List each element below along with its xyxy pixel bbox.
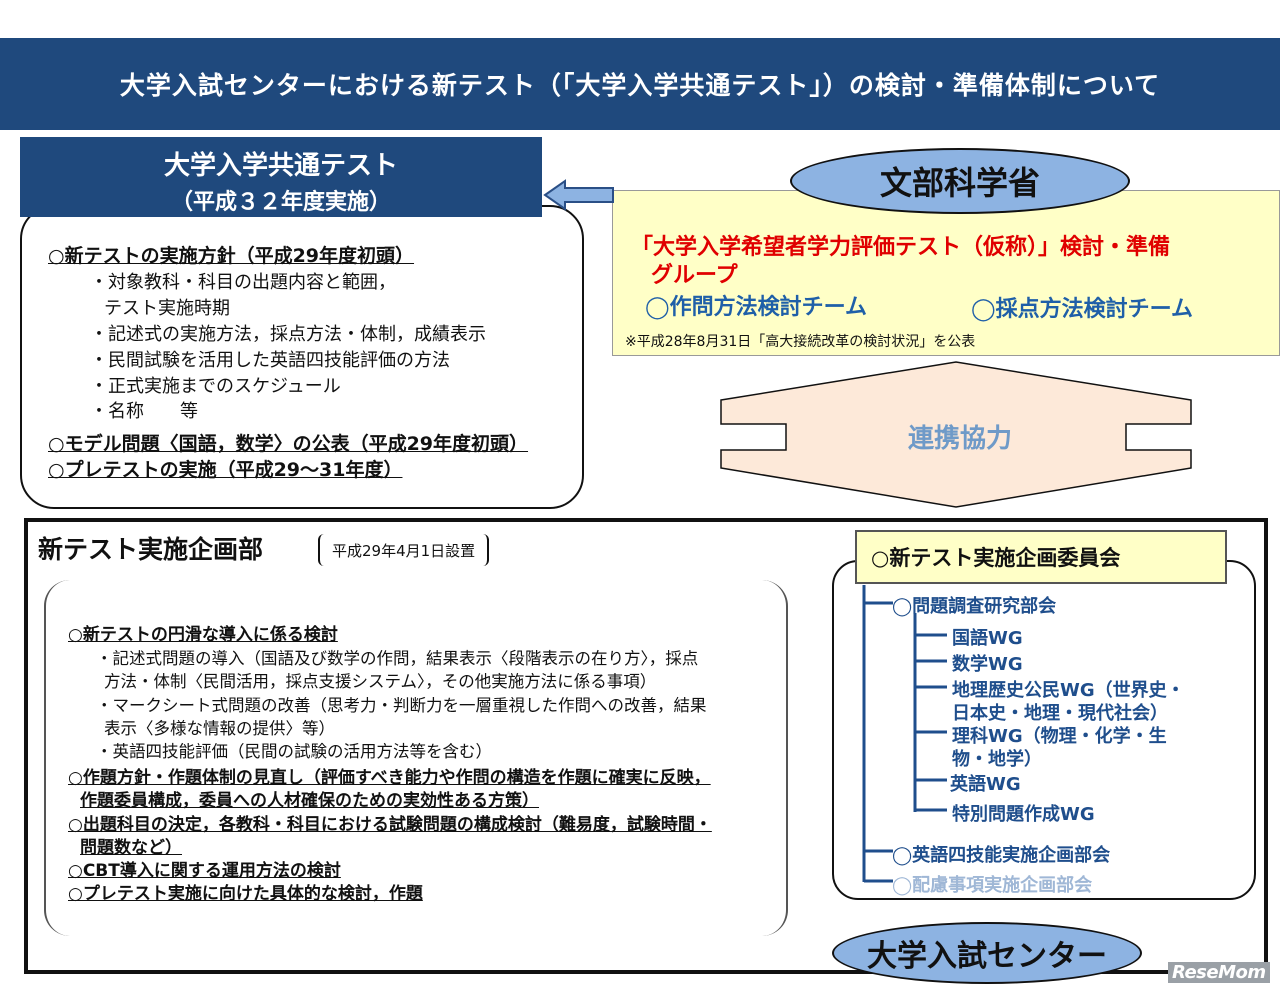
org-wg: 国語WG xyxy=(952,628,1023,649)
org-wg: 数学WG xyxy=(952,654,1023,675)
policy-item: テスト実施時期 xyxy=(104,298,230,319)
org-wg: 特別問題作成WG xyxy=(952,804,1095,825)
dept-task-line: ○出題科目の決定，各教科・科目における試験問題の構成検討（難易度，試験時間・ xyxy=(68,815,712,835)
team-question-design: ◯作問方法検討チーム xyxy=(645,295,867,320)
dept-tasks-box: ○新テストの円滑な導入に係る検討 ・記述式問題の導入（国語及び数学の作問，結果表… xyxy=(44,580,788,936)
group-title-line2: グループ xyxy=(651,263,738,288)
common-test-header: 大学入学共通テスト （平成３２年度実施） xyxy=(20,137,542,217)
team-scoring: ◯採点方法検討チーム xyxy=(971,297,1193,322)
dept-task-line: ○新テストの円滑な導入に係る検討 xyxy=(68,625,338,645)
org-tree-lines xyxy=(862,585,947,883)
org-node-research: ◯問題調査研究部会 xyxy=(892,596,1057,617)
org-wg: 日本史・地理・現代社会） xyxy=(952,703,1168,724)
org-wg: 物・地学） xyxy=(952,749,1042,770)
committee-title-box: ○新テスト実施企画委員会 xyxy=(855,530,1227,584)
policy-box: ○新テストの実施方針（平成29年度初頭） ・対象教科・科目の出題内容と範囲， テ… xyxy=(20,205,584,509)
ministry-note: ※平成28年8月31日「高大接続改革の検討状況」を公表 xyxy=(625,334,976,350)
org-wg: 理科WG（物理・化学・生 xyxy=(952,726,1167,747)
dept-task-line: 表示〈多様な情報の提供〉等） xyxy=(104,719,335,738)
dept-task-line: ・マークシート式問題の改善（思考力・判断力を一層重視した作問への改善，結果 xyxy=(96,696,707,715)
ministry-group-box: 「大学入学希望者学力評価テスト（仮称）」検討・準備 グループ ◯作問方法検討チー… xyxy=(612,190,1280,356)
dept-task-line: ○作題方針・作題体制の見直し（評価すべき能力や作問の構造を作題に確実に反映， xyxy=(68,768,711,788)
dept-task-line: 問題数など） xyxy=(80,838,182,858)
dept-task-line: ○CBT導入に関する運用方法の検討 xyxy=(68,861,341,881)
policy-heading-model: ○モデル問題〈国語，数学〉の公表（平成29年度初頭） xyxy=(48,433,529,455)
dept-task-line: ○プレテスト実施に向けた具体的な検討，作題 xyxy=(68,884,423,904)
dept-task-line: ・記述式問題の導入（国語及び数学の作問，結果表示〈段階表示の在り方〉，採点 xyxy=(96,649,699,668)
committee-org-box xyxy=(832,560,1256,900)
org-node-consideration: ◯配慮事項実施企画部会 xyxy=(892,875,1093,896)
policy-heading-pretest: ○プレテストの実施（平成29～31年度） xyxy=(48,459,403,481)
group-title-line1: 「大学入学希望者学力評価テスト（仮称）」検討・準備 xyxy=(631,235,1171,260)
dept-task-line: ・英語四技能評価（民間の試験の活用方法等を含む） xyxy=(96,742,492,761)
page-title: 大学入試センターにおける新テスト（「大学入学共通テスト」）の検討・準備体制につい… xyxy=(119,71,1161,100)
common-test-title: 大学入学共通テスト xyxy=(163,151,398,181)
resemom-logo: ReseMom xyxy=(1168,962,1270,983)
dept-established: 平成29年4月1日設置 xyxy=(318,534,490,566)
dept-title: 新テスト実施企画部 xyxy=(38,535,264,564)
policy-item: ・正式実施までのスケジュール xyxy=(90,376,341,397)
ministry-name: 文部科学省 xyxy=(879,164,1040,202)
dept-task-line: 方法・体制〈民間活用，採点支援システム〉，その他実施方法に係る事項） xyxy=(104,672,657,691)
policy-item: ・対象教科・科目の出題内容と範囲， xyxy=(90,272,396,293)
policy-item: ・名称 等 xyxy=(90,401,198,422)
page-title-banner: 大学入試センターにおける新テスト（「大学入学共通テスト」）の検討・準備体制につい… xyxy=(0,38,1280,130)
arrow-left-icon xyxy=(543,179,614,211)
cooperation-label: 連携協力 xyxy=(907,424,1012,454)
policy-item: ・民間試験を活用した英語四技能評価の方法 xyxy=(90,350,450,371)
dept-established-text: 平成29年4月1日設置 xyxy=(332,541,476,560)
policy-item: ・記述式の実施方法，採点方法・体制，成績表示 xyxy=(90,324,486,345)
dept-task-line: 作題委員構成，委員への人材確保のための実効性ある方策） xyxy=(80,791,539,811)
committee-title: ○新テスト実施企画委員会 xyxy=(871,546,1121,570)
ministry-ellipse: 文部科学省 xyxy=(790,148,1130,214)
org-wg: 地理歴史公民WG（世界史・ xyxy=(952,680,1185,701)
policy-heading-implementation: ○新テストの実施方針（平成29年度初頭） xyxy=(48,245,415,267)
center-ellipse: 大学入試センター xyxy=(832,922,1142,984)
center-name: 大学入試センター xyxy=(867,939,1107,974)
org-wg: 英語WG xyxy=(950,774,1021,795)
common-test-year: （平成３２年度実施） xyxy=(170,190,391,215)
org-node-english: ◯英語四技能実施企画部会 xyxy=(892,845,1111,866)
double-arrow-icon xyxy=(720,361,1192,508)
